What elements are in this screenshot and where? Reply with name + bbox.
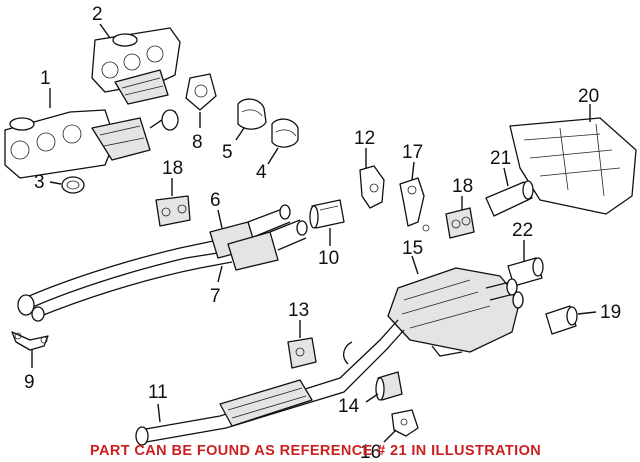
footer-note: PART CAN BE FOUND AS REFERENCE # 21 IN I… — [90, 443, 541, 459]
callout-9: 9 — [24, 372, 35, 393]
callout-5: 5 — [222, 142, 233, 163]
part-10-clamp[interactable] — [309, 199, 345, 229]
callout-22: 22 — [512, 220, 533, 241]
leader-3 — [49, 181, 62, 185]
leader-7 — [217, 265, 223, 283]
callout-17: 17 — [402, 142, 423, 163]
part-18-hanger-left[interactable] — [155, 195, 191, 227]
leader-16 — [383, 429, 397, 443]
leader-21 — [503, 167, 509, 187]
part-3-gasket[interactable] — [61, 176, 85, 194]
part-20-heat-shield-panel[interactable] — [509, 117, 637, 215]
callout-6: 6 — [210, 190, 221, 211]
callout-12: 12 — [354, 128, 375, 149]
part-17-mounting-bracket[interactable] — [399, 177, 430, 232]
part-12-hanger-bracket[interactable] — [359, 165, 385, 209]
part-5-heat-shield[interactable] — [237, 98, 267, 130]
leader-4 — [267, 147, 279, 165]
part-1-exhaust-manifold-front[interactable] — [4, 109, 179, 179]
part-18-hanger-right[interactable] — [445, 207, 475, 239]
callout-16: 16 — [360, 442, 381, 462]
part-14-clamp[interactable] — [375, 371, 403, 401]
part-19-tail-pipe-tip[interactable] — [545, 305, 578, 335]
callout-18-left: 18 — [162, 158, 183, 179]
leader-19 — [577, 311, 597, 315]
part-16-bracket[interactable] — [391, 409, 419, 437]
part-11-center-pipe[interactable] — [135, 319, 405, 446]
callout-18-right: 18 — [452, 176, 473, 197]
callout-20: 20 — [578, 86, 599, 107]
part-4-heat-shield[interactable] — [271, 118, 299, 148]
leader-15 — [411, 255, 419, 275]
part-9-bracket[interactable] — [11, 331, 49, 351]
callout-11: 11 — [148, 382, 168, 403]
part-15-rear-muffler[interactable] — [387, 267, 524, 357]
part-6-catalytic-converter[interactable] — [209, 204, 308, 271]
callout-10: 10 — [318, 248, 339, 269]
callout-21: 21 — [490, 148, 511, 169]
callout-15: 15 — [402, 238, 423, 259]
leader-14 — [365, 393, 379, 403]
callout-19: 19 — [600, 302, 621, 323]
part-13-hanger[interactable] — [287, 337, 317, 369]
callout-8: 8 — [192, 132, 203, 153]
leader-11 — [157, 403, 161, 423]
part-7-front-pipe[interactable] — [17, 239, 233, 322]
callout-2: 2 — [92, 4, 103, 25]
callout-14: 14 — [338, 396, 360, 417]
leader-5 — [235, 127, 245, 141]
callout-7: 7 — [210, 286, 221, 307]
callout-13: 13 — [288, 300, 309, 321]
part-21-tail-pipe[interactable] — [485, 180, 534, 217]
callout-4: 4 — [256, 162, 267, 183]
leader-2 — [99, 23, 111, 39]
part-2-exhaust-manifold-rear[interactable] — [91, 27, 181, 105]
part-22-tail-pipe-extension[interactable] — [507, 257, 544, 287]
part-8-flange-gasket[interactable] — [185, 73, 217, 111]
callout-3: 3 — [34, 172, 45, 193]
callout-1: 1 — [40, 68, 51, 89]
leader-17 — [411, 161, 415, 181]
leader-6 — [217, 209, 223, 229]
